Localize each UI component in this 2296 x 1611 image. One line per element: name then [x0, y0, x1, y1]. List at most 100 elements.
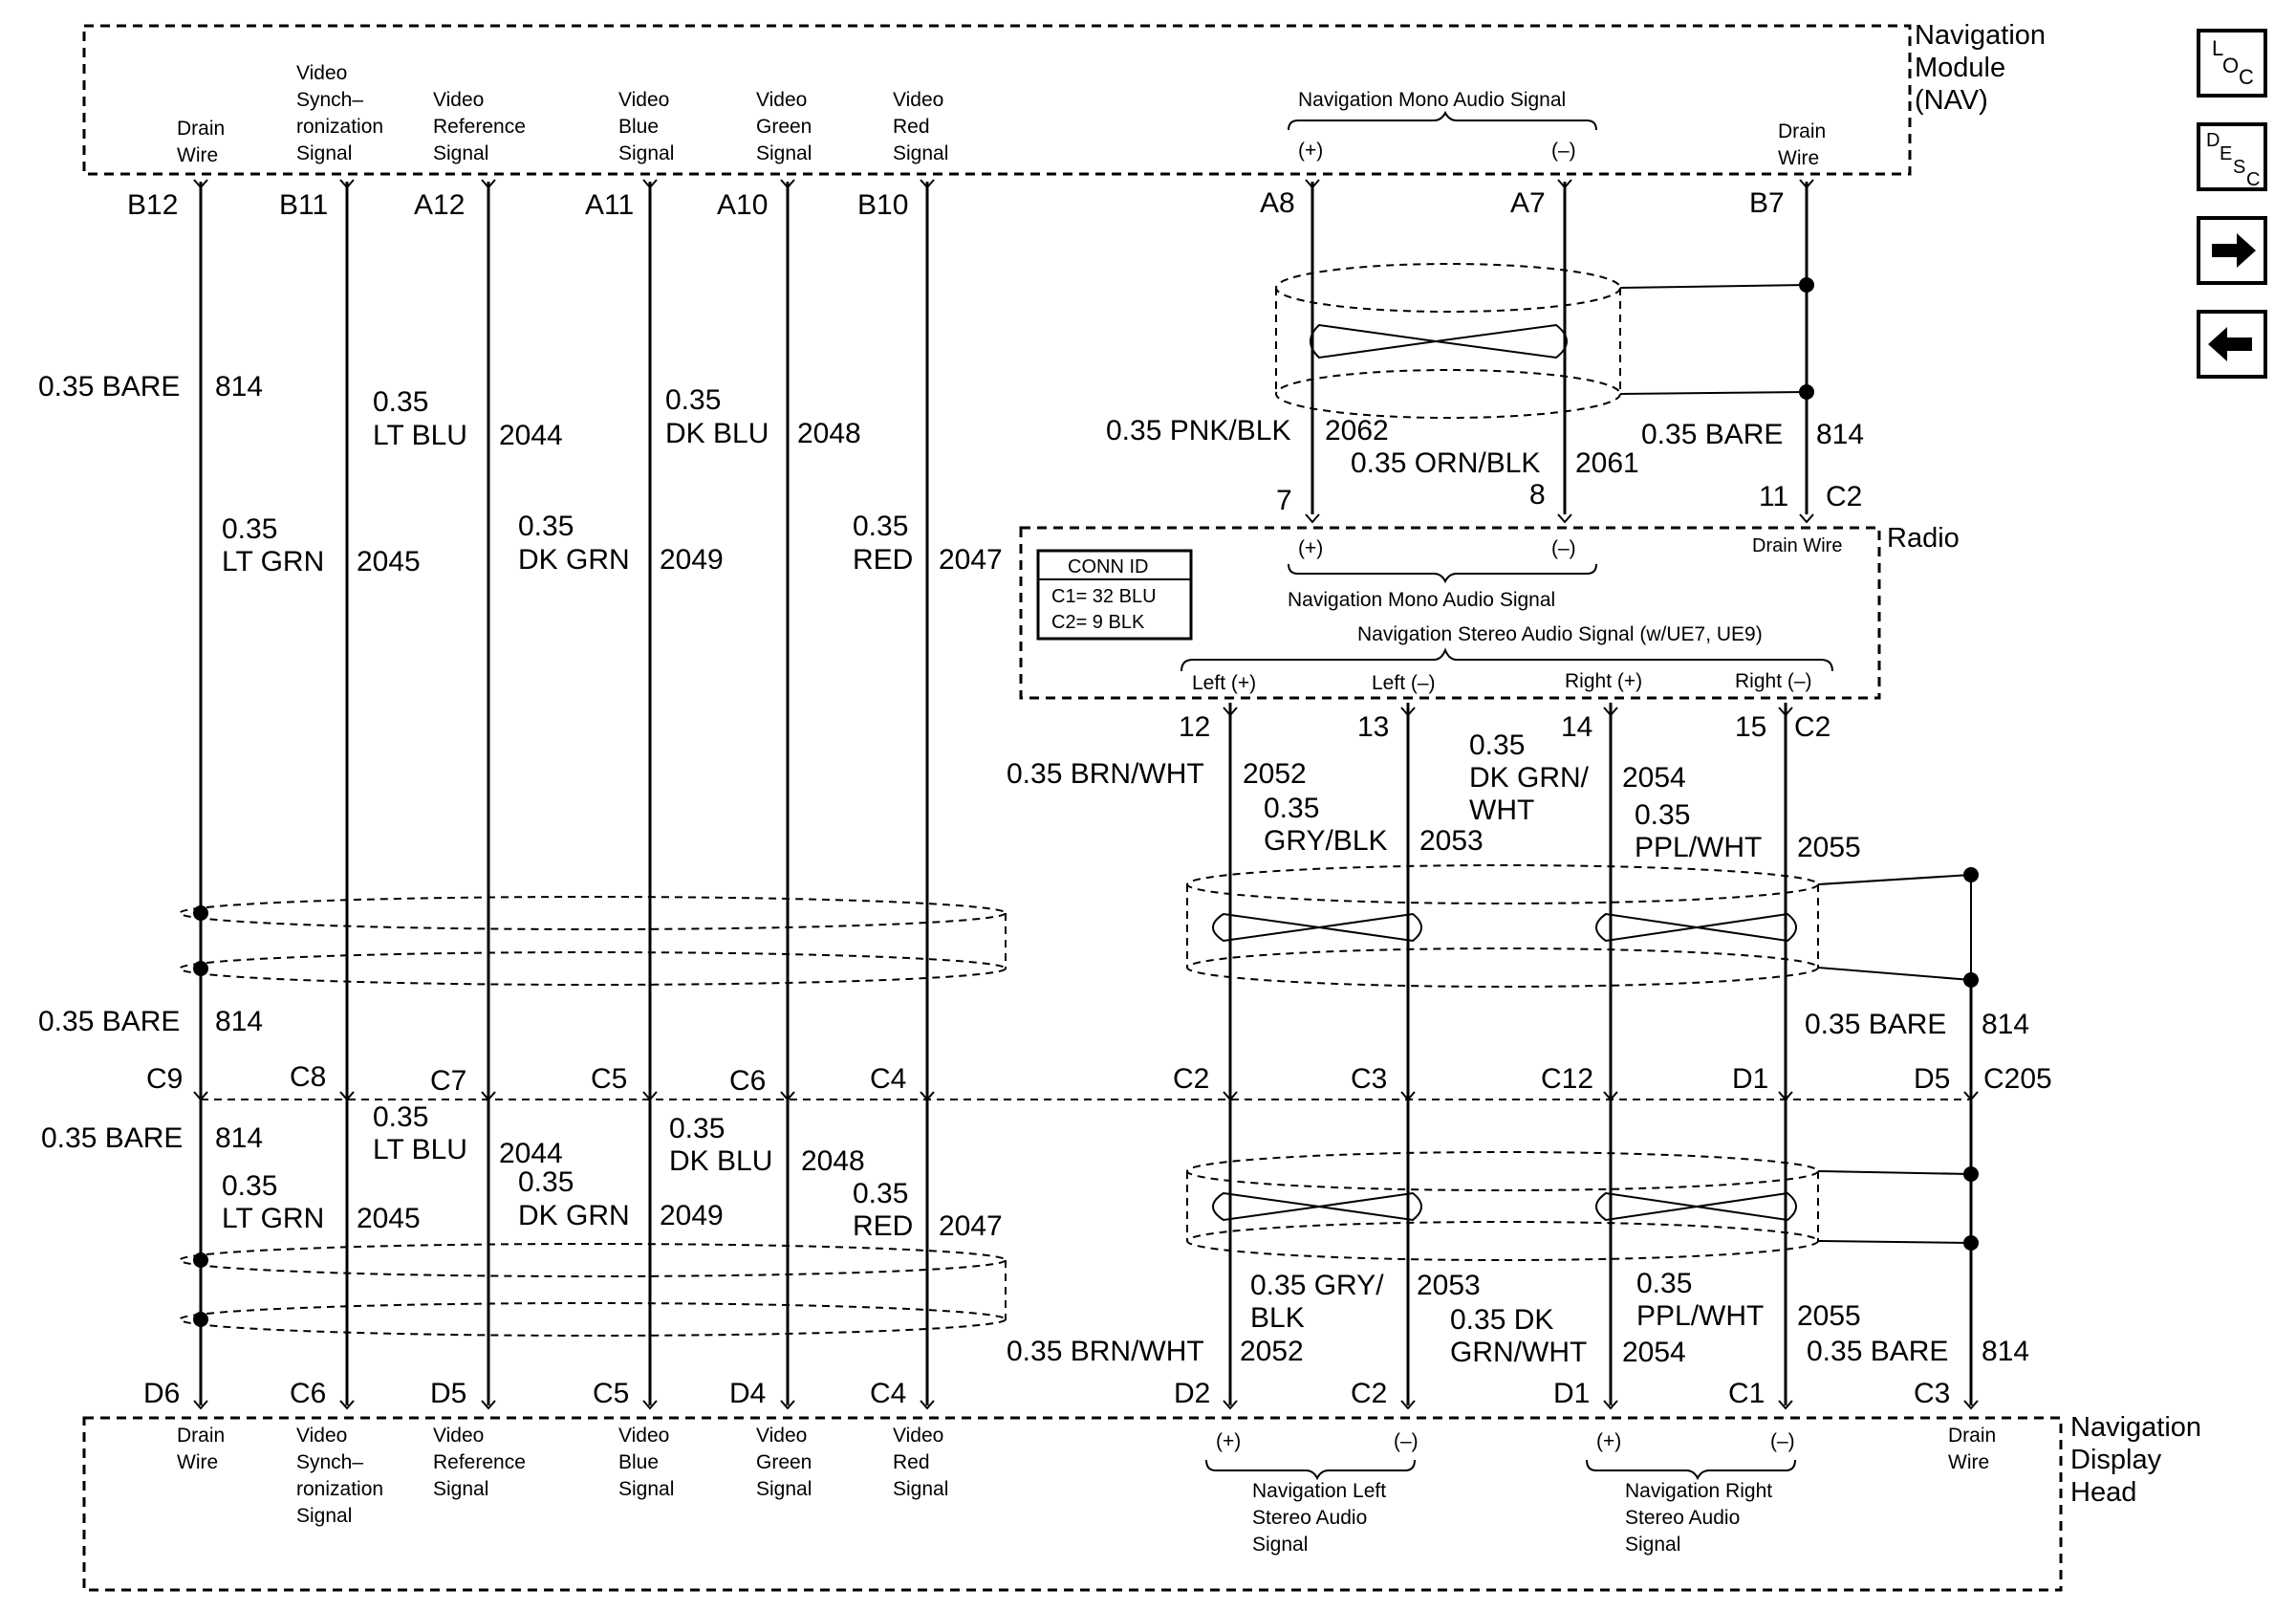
ll-dkblu-g2: DK BLU	[669, 1145, 772, 1177]
ll-red-g2: RED	[853, 1210, 913, 1242]
ul-ltblu-g1: 0.35	[373, 386, 428, 418]
top-sync-4: Signal	[296, 142, 352, 164]
radio-mono-label: Navigation Mono Audio Signal	[1288, 589, 1555, 611]
left-arrow-icon	[2208, 327, 2252, 361]
bot-blue-2: Blue	[618, 1451, 659, 1473]
ss-lower-bottom	[1186, 1221, 1819, 1261]
ur-pnk-circuit: 2062	[1325, 415, 1389, 446]
radio-pin-c2-bottom: C2	[1794, 711, 1830, 743]
c205-pin-d1: D1	[1732, 1063, 1768, 1095]
desc-button-d: D	[2206, 130, 2220, 151]
desc-button-s: S	[2233, 157, 2245, 178]
c205-pin-c6: C6	[729, 1065, 766, 1097]
bpin-c2: C2	[1351, 1378, 1387, 1409]
bpin-d6: D6	[143, 1378, 180, 1409]
lr-dkgrn-g1: 0.35 DK	[1450, 1304, 1553, 1336]
lower-left-wire-labels: 0.35 BARE 814 0.35 LT GRN 2045 0.35 LT B…	[41, 1101, 1003, 1242]
mono-shield-tap-bottom	[1619, 391, 1808, 395]
radio-stereo-brace	[1180, 647, 1833, 672]
loc-button[interactable]: L O C	[2197, 29, 2267, 98]
vs-upper-splice-top	[193, 905, 208, 921]
bot-drain-1: Drain	[177, 1425, 225, 1447]
lr-dkgrn-g2: GRN/WHT	[1450, 1337, 1587, 1368]
right-arrow-icon	[2212, 233, 2256, 268]
radio-drain: Drain Wire	[1752, 535, 1842, 556]
vs-upper-bottom	[179, 951, 1007, 986]
ro-dkgrn-g3: WHT	[1469, 795, 1534, 826]
desc-button-frame[interactable]	[2197, 122, 2267, 191]
loc-button-frame[interactable]	[2197, 29, 2267, 98]
bot-red-1: Video	[893, 1425, 943, 1447]
nav-mono-drain-2: Wire	[1778, 147, 1819, 169]
ll-dkgrn-g2: DK GRN	[518, 1200, 630, 1231]
vs-upper-top	[179, 896, 1007, 930]
radio-out-labels: 0.35 BRN/WHT 2052 0.35 GRY/BLK 2053 0.35…	[1007, 729, 1861, 863]
display-head-box	[82, 1416, 2063, 1592]
bot-right-label-3: Signal	[1625, 1534, 1680, 1556]
ll-ltgrn-g1: 0.35	[222, 1170, 277, 1202]
vs-lower-bottom	[179, 1302, 1007, 1337]
mid-left-bare-gauge: 0.35 BARE	[38, 1006, 180, 1037]
bot-green-1: Video	[756, 1425, 807, 1447]
ul-dkgrn-c: 2049	[660, 544, 724, 576]
ss-lower-tap-bottom	[1817, 1240, 1972, 1244]
ro-ppl-g1: 0.35	[1635, 799, 1690, 831]
top-ref-3: Signal	[433, 142, 488, 164]
ss-upper-top	[1186, 864, 1819, 904]
ll-red-g1: 0.35	[853, 1178, 908, 1209]
nav-module-label-3: (NAV)	[1915, 85, 1988, 116]
c205-pin-d5: D5	[1914, 1063, 1950, 1095]
radio-bottom-pins: 12 13 14 15 C2	[1179, 711, 1830, 743]
ur-bare-circuit: 814	[1816, 419, 1864, 450]
ul-bare-gauge: 0.35 BARE	[38, 371, 180, 403]
desc-button[interactable]: D E S C	[2197, 122, 2267, 191]
bot-left-label-1: Navigation Left	[1252, 1480, 1386, 1502]
ur-orn-gauge: 0.35 ORN/BLK	[1351, 447, 1540, 479]
c205-pin-c5: C5	[591, 1063, 627, 1095]
bot-right-label-2: Stereo Audio	[1625, 1507, 1740, 1529]
lr-brn-circuit: 2052	[1240, 1336, 1304, 1367]
mono-splice-bottom	[1799, 384, 1814, 400]
ro-gry-g2: GRY/BLK	[1264, 825, 1388, 857]
next-button[interactable]	[2197, 216, 2267, 285]
ss-lower-twist-left	[1212, 1191, 1422, 1222]
bot-left-label-3: Signal	[1252, 1534, 1308, 1556]
pin-a8: A8	[1260, 187, 1295, 219]
bot-left-brace	[1205, 1459, 1416, 1481]
ll-ltblu-c: 2044	[499, 1138, 563, 1169]
lr-bare-circuit: 814	[1982, 1336, 2029, 1367]
ul-ltblu-c: 2044	[499, 420, 563, 451]
bpin-c4: C4	[870, 1378, 906, 1409]
ss-upper-tap-top	[1817, 874, 1972, 885]
lr-brn-gauge: 0.35 BRN/WHT	[1007, 1336, 1204, 1367]
bot-drain-2: Wire	[177, 1451, 218, 1473]
ll-dkgrn-g1: 0.35	[518, 1166, 574, 1198]
top-red-2: Red	[893, 116, 930, 138]
ul-dkblu-g1: 0.35	[665, 384, 721, 416]
bpin-d5: D5	[430, 1378, 466, 1409]
bpin-c6: C6	[290, 1378, 326, 1409]
bot-right-plus: (+)	[1596, 1430, 1621, 1452]
radio-pin-12: 12	[1179, 711, 1210, 743]
bot-ref-2: Reference	[433, 1451, 526, 1473]
vs-lower-top	[179, 1243, 1007, 1277]
radio-stereo-label: Navigation Stereo Audio Signal (w/UE7, U…	[1357, 623, 1763, 645]
bot-drain-right-2: Wire	[1948, 1451, 1989, 1473]
ul-ltgrn-g1: 0.35	[222, 513, 277, 545]
c205-pin-c4: C4	[870, 1063, 906, 1095]
bot-right-label-1: Navigation Right	[1625, 1480, 1772, 1502]
ss-upper-tap-bottom	[1817, 967, 1972, 981]
vs-upper-splice-bottom	[193, 961, 208, 976]
conn-id-title: CONN ID	[1068, 556, 1148, 577]
ss-lower-splice-bottom	[1963, 1235, 1979, 1251]
lr-dkgrn-c: 2054	[1622, 1337, 1686, 1368]
desc-button-c: C	[2246, 169, 2260, 190]
bot-right-brace	[1586, 1459, 1796, 1481]
ul-dkgrn-g2: DK GRN	[518, 544, 630, 576]
ll-ltblu-g1: 0.35	[373, 1101, 428, 1133]
top-red-3: Signal	[893, 142, 948, 164]
c205-pin-c9: C9	[146, 1063, 183, 1095]
mono-shield-top	[1275, 263, 1621, 313]
back-button[interactable]	[2197, 310, 2267, 379]
